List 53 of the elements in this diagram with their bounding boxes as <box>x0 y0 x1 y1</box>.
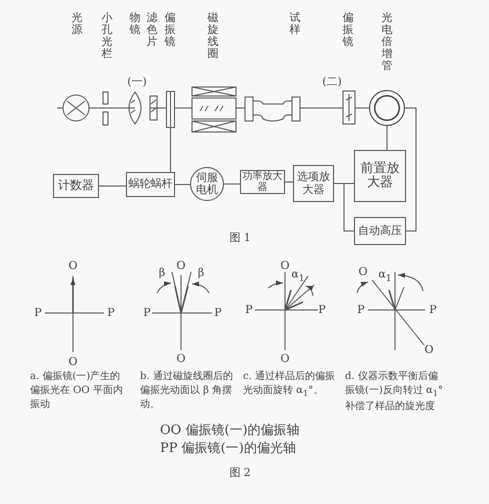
connector-line <box>386 126 388 150</box>
axis-label: O <box>280 260 290 272</box>
angle-label: α$_{1}$ <box>378 268 392 284</box>
process-box: 功率放大器 <box>240 170 285 194</box>
process-box: 计数器 <box>53 174 99 198</box>
caption-text: b. 通过磁旋线圈后的偏振光动面以 β 角摆动。 <box>140 370 234 412</box>
component-label: 偏振镜 <box>342 12 354 48</box>
axis-label: P <box>107 307 115 319</box>
process-box: 选项放大器 <box>293 165 334 202</box>
axis-label: O <box>68 356 78 368</box>
axis-label: O <box>68 260 78 272</box>
angle-label: β <box>158 267 166 279</box>
connector-line <box>334 183 354 232</box>
component-label: 滤色片 <box>146 12 158 48</box>
figure-title: 图 1 <box>229 232 251 244</box>
axis-label: P <box>429 304 437 316</box>
component-label: 试样 <box>290 12 300 36</box>
component-label: 磁旋线圈 <box>208 12 218 60</box>
component-label: 小孔光栏 <box>102 12 112 60</box>
axis-label: P <box>318 304 326 316</box>
axis-label: O <box>176 260 186 272</box>
axis-label: P <box>143 307 151 319</box>
caption-text: d. 仪器示数平衡后偏振镜(一)反向转过 α$_{1}$° 补偿了样品的旋光度 <box>345 370 444 414</box>
angle-label: β <box>198 267 204 279</box>
component-label: 偏振镜 <box>164 12 176 48</box>
axis-label: O <box>358 266 368 278</box>
axis-label: P <box>245 304 253 316</box>
process-box: 自动高压 <box>354 217 406 245</box>
component-label: (一) <box>127 76 147 88</box>
connector-line <box>170 128 171 172</box>
key-text: PP 偏振镜(一)的偏光轴 <box>160 442 296 456</box>
figure-title: 图 2 <box>229 467 251 479</box>
component-label: 光电倍增管 <box>382 12 392 72</box>
caption-text: c. 通过样品后的偏振光动面旋转 α$_{1}$°。 <box>243 370 336 400</box>
connector-line <box>404 108 416 232</box>
motor-circle: 伺服电机 <box>190 167 224 201</box>
process-box: 蜗轮蜗杆 <box>126 172 175 197</box>
component-label: 物镜 <box>130 12 140 36</box>
caption-text: a. 偏振镜(一)产生的偏振光在 OO 平面内振动 <box>30 370 124 412</box>
polarizer-symbol <box>166 91 175 128</box>
component-label: (二) <box>322 76 342 88</box>
angle-label: α$_{1}$ <box>291 268 305 284</box>
component-label: 光源 <box>72 12 82 36</box>
photomultiplier-symbol <box>369 90 405 126</box>
axis-label: O <box>176 353 186 365</box>
axis-label: P <box>214 307 222 319</box>
axis-label: O <box>424 344 434 356</box>
key-text: OO 偏振镜(一)的偏振轴 <box>160 424 300 438</box>
connector-line <box>174 184 190 185</box>
axis-label: O <box>280 353 290 365</box>
axis-label: P <box>357 304 365 316</box>
process-box: 前置放大器 <box>354 150 406 202</box>
axis-label: P <box>34 307 42 319</box>
